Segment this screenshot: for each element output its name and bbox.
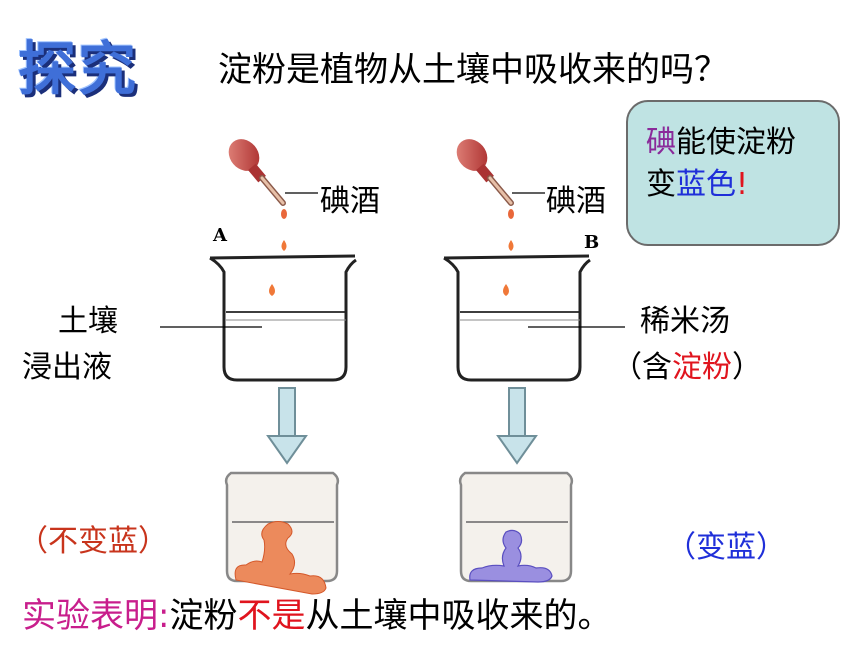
liquid-right-label-2: （含淀粉） — [612, 342, 762, 386]
note-text-2: 变 — [646, 167, 676, 202]
dropper-left-icon — [228, 139, 287, 219]
note-exclaim: ! — [736, 167, 749, 202]
beaker-a-icon — [209, 254, 357, 382]
arrow-down-left-icon — [266, 387, 308, 465]
drops-right-icon — [503, 240, 514, 296]
dropper-right-icon — [456, 139, 514, 219]
conclusion-text-2: 从土壤中吸收来的。 — [305, 596, 612, 636]
dropper-right-label: 碘酒 — [546, 184, 606, 219]
arrow-down-right-icon — [496, 387, 538, 465]
note-iodine: 碘 — [646, 125, 676, 160]
beaker-a-result-icon — [224, 471, 340, 595]
liquid-right-label-1: 稀米汤 — [640, 304, 730, 339]
page-title: 淀粉是植物从土壤中吸收来的吗？ — [218, 50, 728, 90]
drops-left-icon — [269, 240, 287, 296]
conclusion: 实验表明:淀粉不是从土壤中吸收来的。 — [22, 588, 611, 637]
conclusion-text-1: 淀粉 — [169, 596, 238, 636]
conclusion-colon: : — [158, 596, 170, 636]
dropper-left-label: 碘酒 — [320, 184, 380, 219]
label-b: B — [584, 232, 600, 253]
beaker-b-icon — [443, 254, 591, 382]
liquid-right-starch: 淀粉 — [672, 350, 732, 385]
note-callout: 碘能使淀粉 变蓝色! — [626, 100, 840, 246]
liquid-right-open: （含 — [612, 350, 672, 385]
note-text-1: 能使淀粉 — [676, 125, 796, 160]
conclusion-highlight: 不是 — [237, 596, 306, 636]
liquid-left-label-1: 土壤 — [58, 304, 118, 339]
note-blue: 蓝色 — [676, 167, 736, 202]
beaker-b-result-icon — [458, 471, 574, 583]
conclusion-head: 实验表明 — [22, 596, 158, 636]
result-right-label: （变蓝） — [666, 530, 786, 565]
label-a: A — [213, 225, 227, 246]
liquid-left-label-2: 浸出液 — [22, 350, 112, 385]
title-badge: 探究 — [18, 35, 139, 103]
result-left-label: （不变蓝） — [18, 524, 168, 559]
liquid-right-close: ） — [732, 350, 762, 385]
